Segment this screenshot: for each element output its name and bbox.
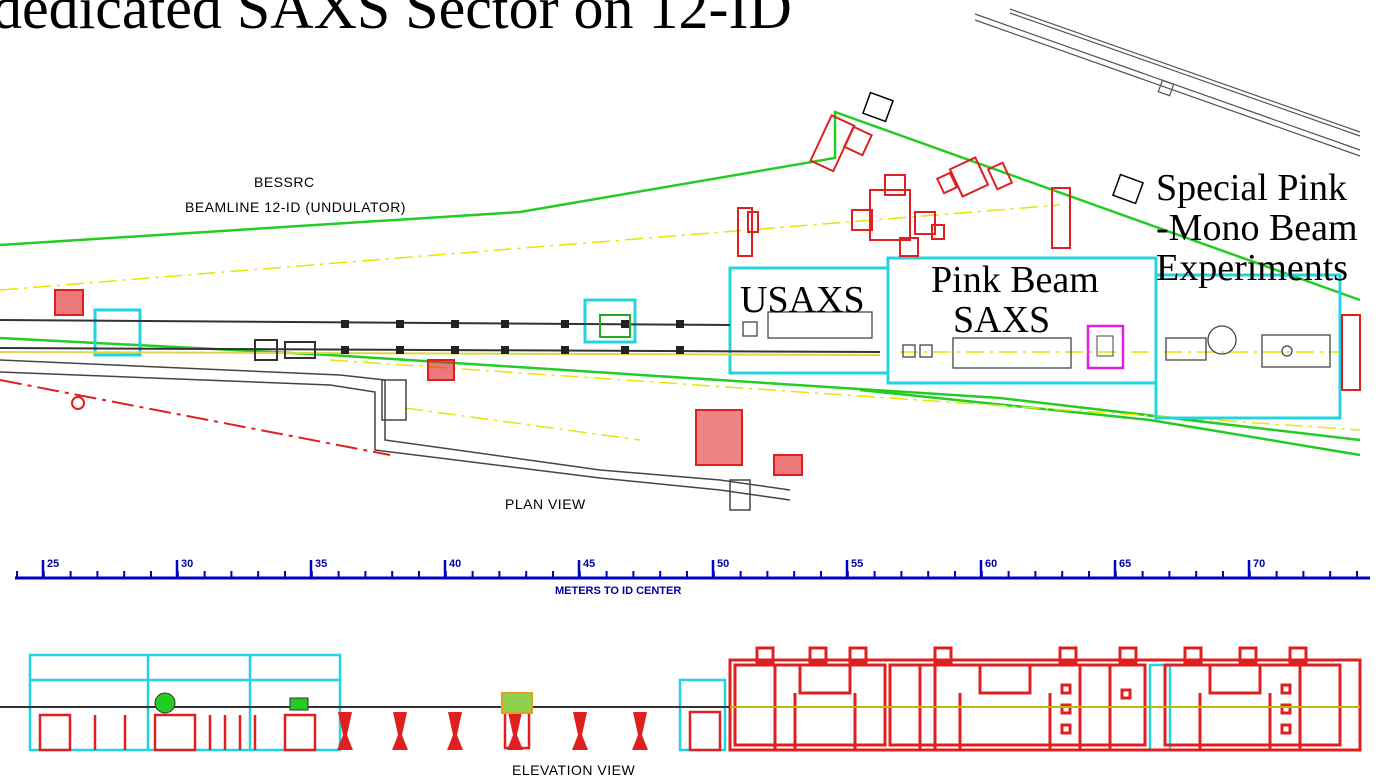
scale-tick-label: 30: [181, 558, 193, 570]
instrument-boxes: [742, 311, 1331, 369]
scale-tick-label: 35: [315, 558, 327, 570]
plan-view-label: PLAN VIEW: [505, 496, 586, 512]
support-stand: [507, 712, 523, 750]
scale-tick-label: 40: [449, 558, 461, 570]
pipe-marker: [561, 346, 569, 354]
scale-tick-label: 60: [985, 558, 997, 570]
pipe-marker: [676, 320, 684, 328]
plan-component: [284, 341, 316, 359]
plan-component: [599, 314, 631, 338]
support-stand: [572, 712, 588, 750]
pipe-marker: [341, 346, 349, 354]
support-stand: [337, 712, 353, 750]
pipe-marker: [341, 320, 349, 328]
pipe-marker: [451, 320, 459, 328]
tunnel: [0, 359, 791, 511]
support-stand: [632, 712, 648, 750]
pipe-markers: [254, 314, 684, 361]
pipe-marker: [501, 346, 509, 354]
special-label-3: Experiments: [1156, 247, 1348, 289]
beam-pipes: [0, 319, 881, 356]
scale-tick-label: 45: [583, 558, 595, 570]
pipe-marker: [621, 320, 629, 328]
elevation-view-label: ELEVATION VIEW: [512, 762, 635, 778]
scale-major-ticks: 25 30 35 40 45 50 55 60 65 70: [41, 558, 1265, 578]
pipe-marker: [396, 320, 404, 328]
scale-caption: METERS TO ID CENTER: [555, 585, 681, 597]
red-dash-line: [0, 379, 391, 456]
usaxs-label: USAXS: [740, 279, 865, 321]
plan-org-label: BESSRC: [254, 174, 315, 190]
pipe-marker: [561, 320, 569, 328]
elevation-hutches: [28, 653, 1172, 752]
scale-tick-label: 50: [717, 558, 729, 570]
plan-beamline-label: BEAMLINE 12-ID (UNDULATOR): [185, 199, 406, 215]
distance-scale: 25 30 35 40 45 50 55 60 65 70 METERS TO ID CENTER: [15, 558, 1370, 597]
scale-tick-label: 55: [851, 558, 863, 570]
pipe-marker: [676, 346, 684, 354]
magenta-instrument: [1086, 324, 1125, 370]
page-title: dedicated SAXS Sector on 12-ID: [0, 0, 792, 41]
elevation-red-hutches: [728, 646, 1362, 752]
support-stand: [447, 712, 463, 750]
scale-tick-label: 25: [47, 558, 59, 570]
pink-beam-label-1: Pink Beam: [931, 259, 1099, 301]
road-lines: [974, 8, 1361, 157]
plan-equipment: [54, 113, 1361, 476]
pipe-marker: [451, 346, 459, 354]
pipe-marker: [501, 320, 509, 328]
scale-tick-label: 65: [1119, 558, 1131, 570]
plan-component: [254, 339, 278, 361]
pipe-marker: [396, 346, 404, 354]
elevation-equipment: [38, 710, 722, 752]
special-label-2: -Mono Beam: [1156, 207, 1358, 249]
support-stand: [392, 712, 408, 750]
pink-beam-label-2: SAXS: [953, 299, 1050, 341]
elevation-green-parts: [154, 692, 533, 714]
elevation-supports: [337, 712, 648, 750]
hutches-plan: [93, 256, 1342, 420]
scale-tick-label: 70: [1253, 558, 1265, 570]
pipe-marker: [621, 346, 629, 354]
column-markers: [862, 91, 1144, 205]
special-label-1: Special Pink: [1156, 167, 1347, 209]
